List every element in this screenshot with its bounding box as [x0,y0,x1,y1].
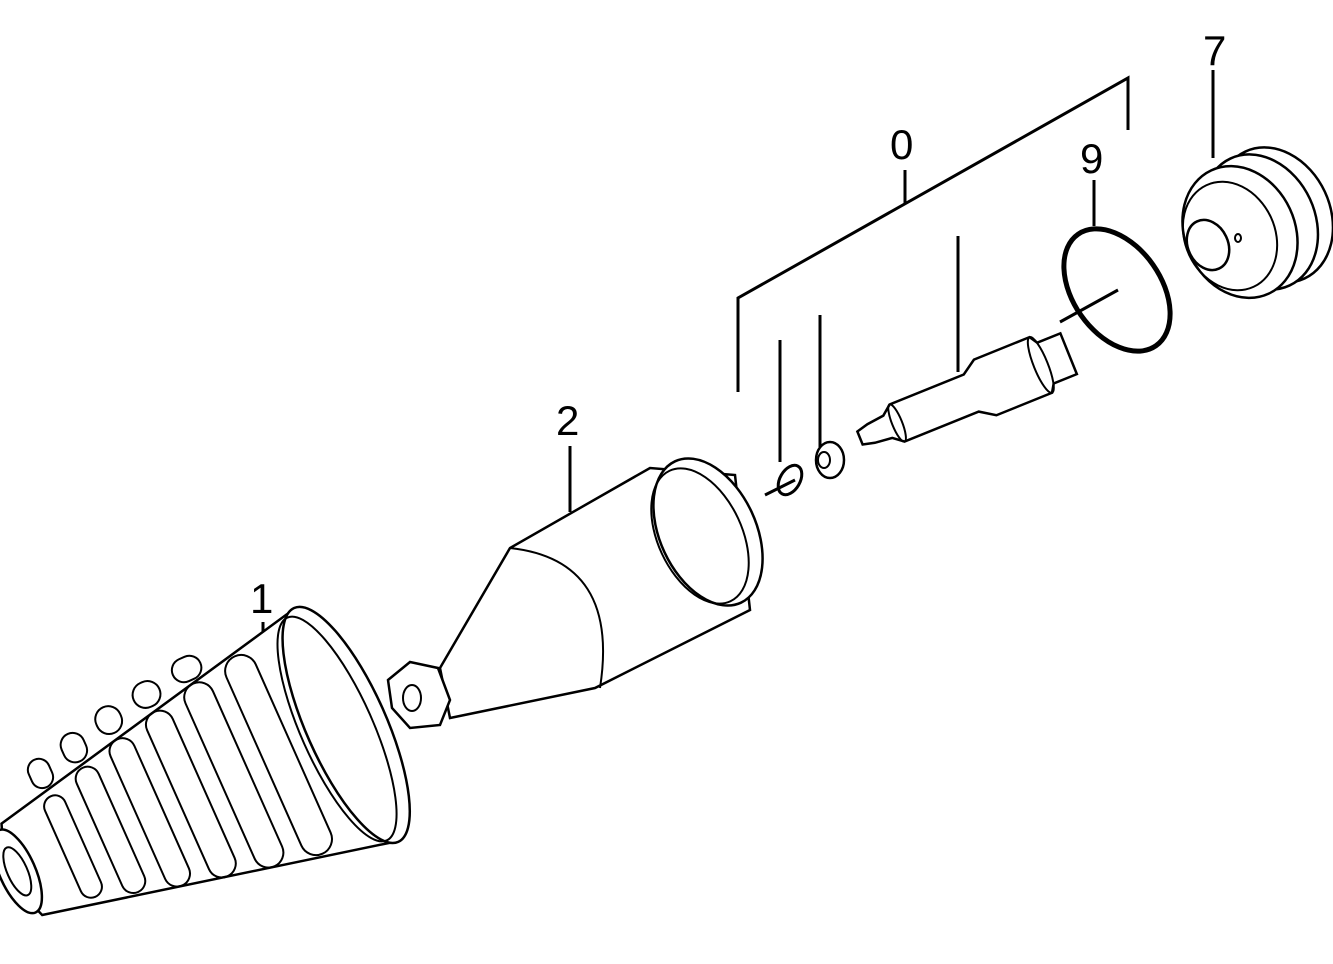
ribs [26,653,333,899]
part-1-nozzle-cover [0,605,412,917]
group-bracket-0 [736,75,1130,392]
leader-lines [261,70,1215,666]
small-o-ring [776,463,804,497]
leader-o-ring-axis [764,478,796,497]
callout-1: 1 [250,575,274,622]
nozzle-insert [855,331,1079,446]
part-2-cone-housing [386,457,764,730]
callout-9: 9 [1080,135,1104,182]
callout-7: 7 [1203,27,1227,74]
washer [814,440,846,480]
part-7-cap [1181,146,1333,300]
callout-0: 0 [890,121,914,168]
callout-2: 2 [556,397,580,444]
part-9-o-ring [1059,226,1173,354]
